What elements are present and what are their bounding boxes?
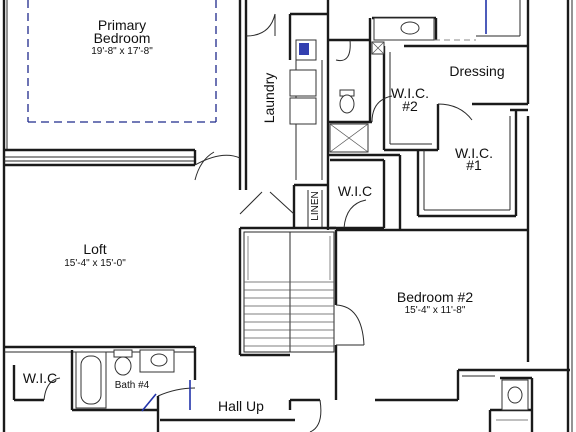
bedroom2-dims: 15'-4" x 11'-8" <box>405 305 466 316</box>
bath4-label: Bath #4 <box>115 380 150 391</box>
dryer <box>289 97 317 125</box>
wic1-name-line2: #1 <box>466 157 482 173</box>
room-bedroom2: Bedroom #2 15'-4" x 11'-8" <box>397 289 473 316</box>
loft-dims: 15'-4" x 15'-0" <box>64 258 126 269</box>
primary-bedroom-dims: 19'-8" x 17'-8" <box>91 46 153 57</box>
wic-bath4-label: W.I.C <box>23 370 57 386</box>
wic2-name-line2: #2 <box>402 98 418 114</box>
wic1-name-line1: W.I.C. <box>455 145 493 161</box>
wic2-name-line1: W.I.C. <box>391 85 429 101</box>
room-wic2: W.I.C. #2 <box>391 85 429 114</box>
laundry-label: Laundry <box>261 73 277 124</box>
washer <box>289 69 317 97</box>
wic-hall-label: W.I.C <box>338 183 372 199</box>
room-loft: Loft 15'-4" x 15'-0" <box>64 241 126 269</box>
dressing-label: Dressing <box>449 63 504 79</box>
loft-name: Loft <box>83 241 106 257</box>
primary-bedroom-ceiling-outline <box>27 0 217 123</box>
room-primary-bedroom: Primary Bedroom 19'-8" x 17'-8" <box>91 17 153 57</box>
primary-bedroom-name-line1: Primary <box>98 17 146 33</box>
room-wic1: W.I.C. #1 <box>455 145 493 173</box>
linen-label: LINEN <box>310 191 321 220</box>
lower-right-sink <box>501 379 529 411</box>
primary-bedroom-name-line2: Bedroom <box>94 30 151 46</box>
hall-label: Hall Up <box>218 398 264 414</box>
bedroom2-name: Bedroom #2 <box>397 289 473 305</box>
doors <box>43 0 521 432</box>
staircase <box>243 231 335 353</box>
fixtures <box>75 17 529 421</box>
bath4-toilet <box>113 349 133 376</box>
primary-toilet <box>339 89 355 114</box>
